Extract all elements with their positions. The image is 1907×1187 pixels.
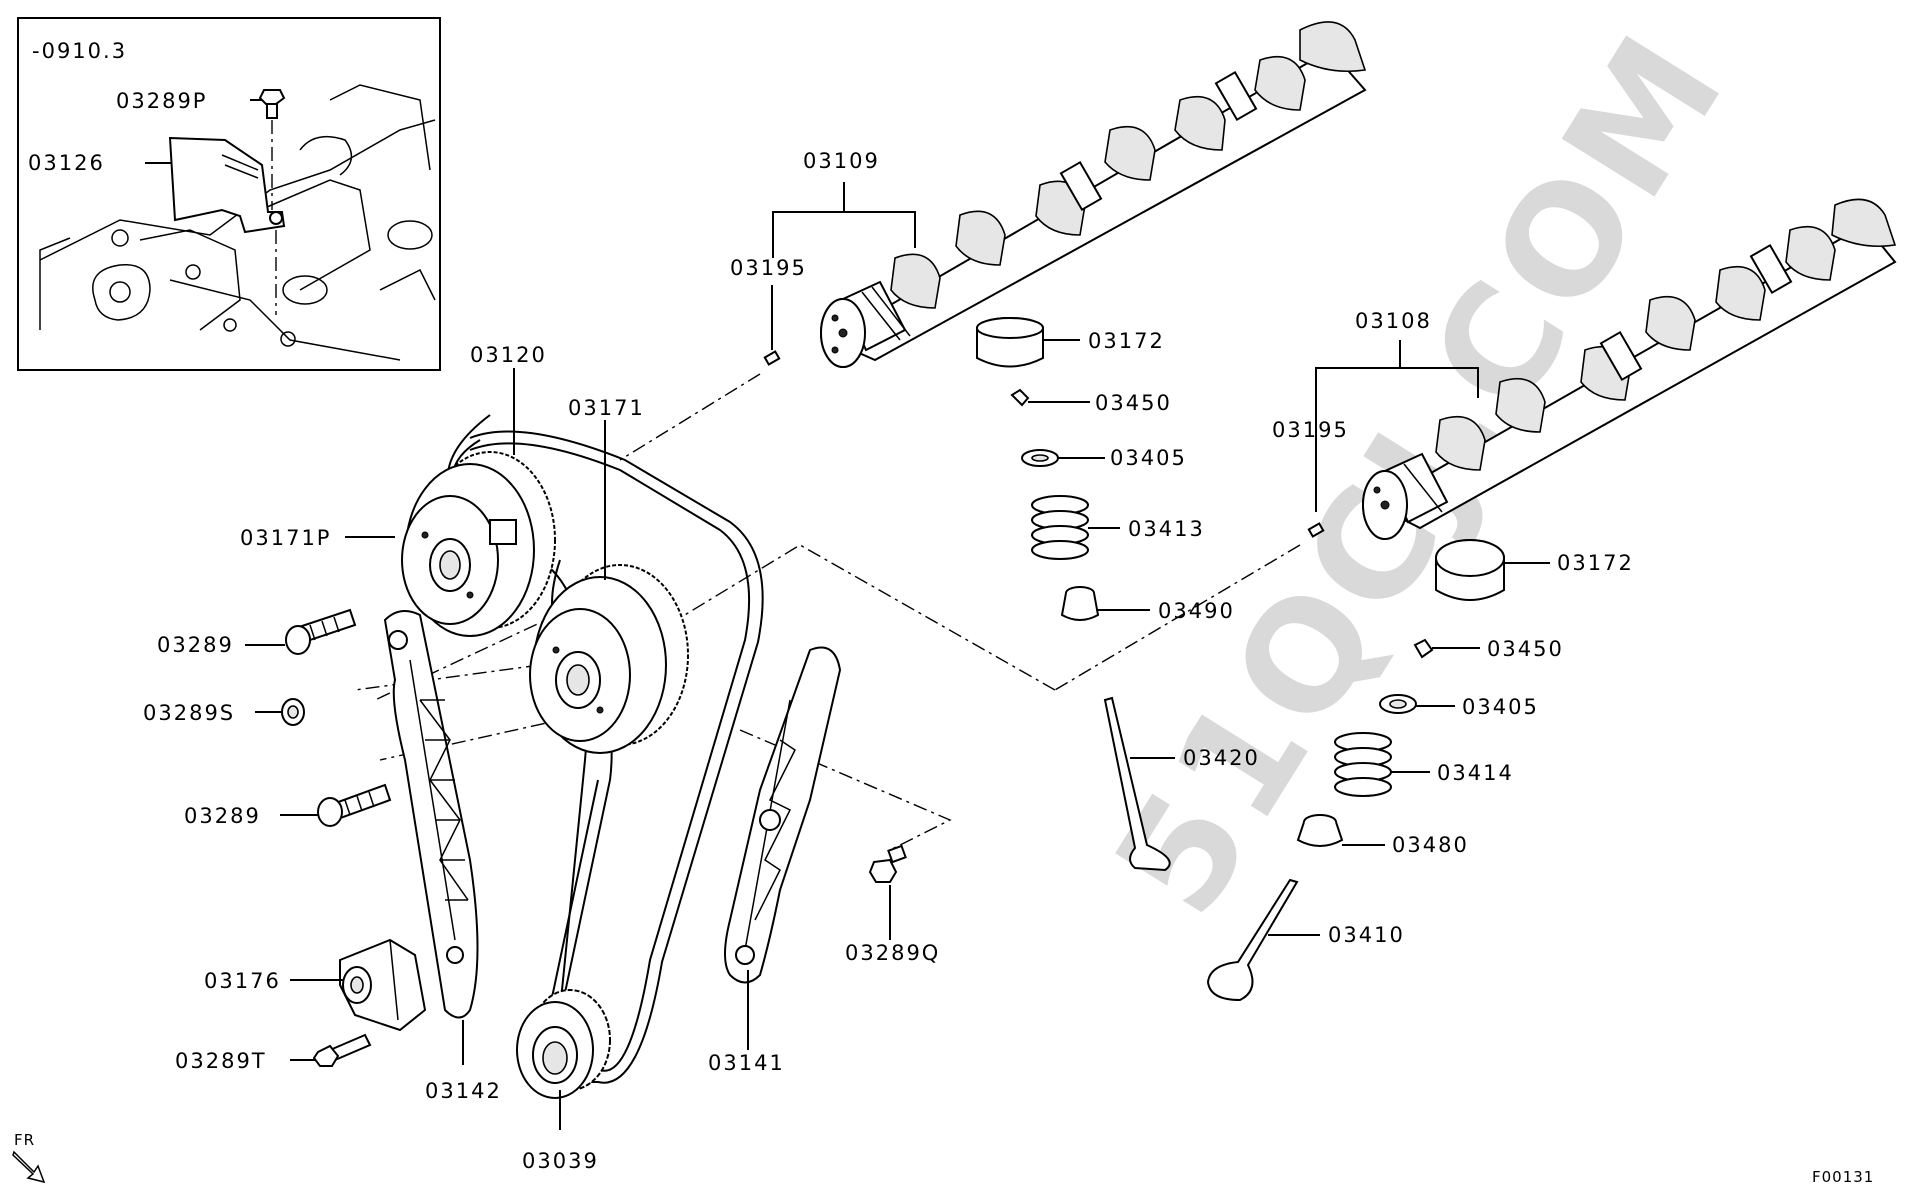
- label-03289-lower: 03289: [184, 804, 261, 828]
- pin-upper: [763, 350, 781, 366]
- label-03195-lower: 03195: [1272, 418, 1349, 442]
- spring-lower: [1334, 732, 1392, 797]
- bolt-03289S: [281, 698, 305, 726]
- figure-code: F00131: [1812, 1168, 1874, 1186]
- vvt-sprocket: [529, 564, 689, 754]
- bolt-03289-lower: [317, 783, 392, 827]
- inset-head-sketch: [39, 84, 436, 361]
- fr-arrow-icon: [12, 1150, 46, 1184]
- label-03141: 03141: [708, 1051, 785, 1075]
- crank-sprocket: [516, 989, 611, 1099]
- seal-upper: [1060, 586, 1100, 621]
- label-03289Q: 03289Q: [845, 941, 940, 965]
- label-03450-lower: 03450: [1487, 637, 1564, 661]
- chain-guide-left: [383, 610, 479, 1019]
- label-03289-upper: 03289: [157, 633, 234, 657]
- bolt-03289Q: [868, 844, 907, 883]
- label-03414: 03414: [1437, 761, 1514, 785]
- label-03039: 03039: [522, 1149, 599, 1173]
- label-03171: 03171: [568, 396, 645, 420]
- label-03405-lower: 03405: [1462, 695, 1539, 719]
- retainer-lower: [1413, 638, 1434, 659]
- pin-lower: [1307, 522, 1325, 538]
- label-03120: 03120: [470, 343, 547, 367]
- label-03450-upper: 03450: [1095, 391, 1172, 415]
- seat-upper: [1021, 449, 1059, 467]
- label-03405-upper: 03405: [1110, 446, 1187, 470]
- label-03289T: 03289T: [175, 1049, 267, 1073]
- chain-tensioner: [339, 938, 427, 1032]
- intake-valve: [1206, 878, 1299, 1002]
- exhaust-valve: [1103, 696, 1171, 872]
- lifter-lower: [1435, 539, 1505, 601]
- lifter-upper: [976, 317, 1044, 368]
- seat-lower: [1379, 694, 1417, 714]
- label-03289P: 03289P: [116, 89, 207, 113]
- label-03289S: 03289S: [143, 701, 235, 725]
- inset-bracket: [168, 136, 286, 234]
- seal-lower: [1296, 814, 1344, 847]
- label-03171P: 03171P: [240, 526, 331, 550]
- label-03172-upper: 03172: [1088, 329, 1165, 353]
- inset-panel: -0910.3 03289P 03126: [17, 17, 441, 371]
- label-03410: 03410: [1328, 923, 1405, 947]
- label-03108: 03108: [1355, 309, 1432, 333]
- vvt-sprocket-p: [401, 451, 556, 637]
- label-03490: 03490: [1158, 599, 1235, 623]
- exhaust-camshaft: [1362, 198, 1897, 540]
- label-03413: 03413: [1128, 517, 1205, 541]
- bolt-03289T: [312, 1033, 372, 1067]
- front-direction-indicator: FR: [12, 1131, 46, 1184]
- label-03109: 03109: [803, 149, 880, 173]
- inset-bolt: [258, 89, 286, 119]
- label-03195-upper: 03195: [730, 256, 807, 280]
- inset-code: -0910.3: [32, 39, 127, 63]
- label-03172-lower: 03172: [1557, 551, 1634, 575]
- bolt-03289-upper: [285, 608, 357, 655]
- label-03126: 03126: [28, 151, 105, 175]
- label-03142: 03142: [425, 1079, 502, 1103]
- label-03420: 03420: [1183, 746, 1260, 770]
- label-03176: 03176: [204, 969, 281, 993]
- label-03480: 03480: [1392, 833, 1469, 857]
- fr-label: FR: [14, 1131, 35, 1149]
- intake-camshaft: [820, 21, 1367, 368]
- chain-guide-right: [724, 646, 842, 984]
- leader-lines: [245, 339, 1550, 1130]
- retainer-upper: [1010, 388, 1030, 407]
- spring-upper: [1031, 495, 1089, 560]
